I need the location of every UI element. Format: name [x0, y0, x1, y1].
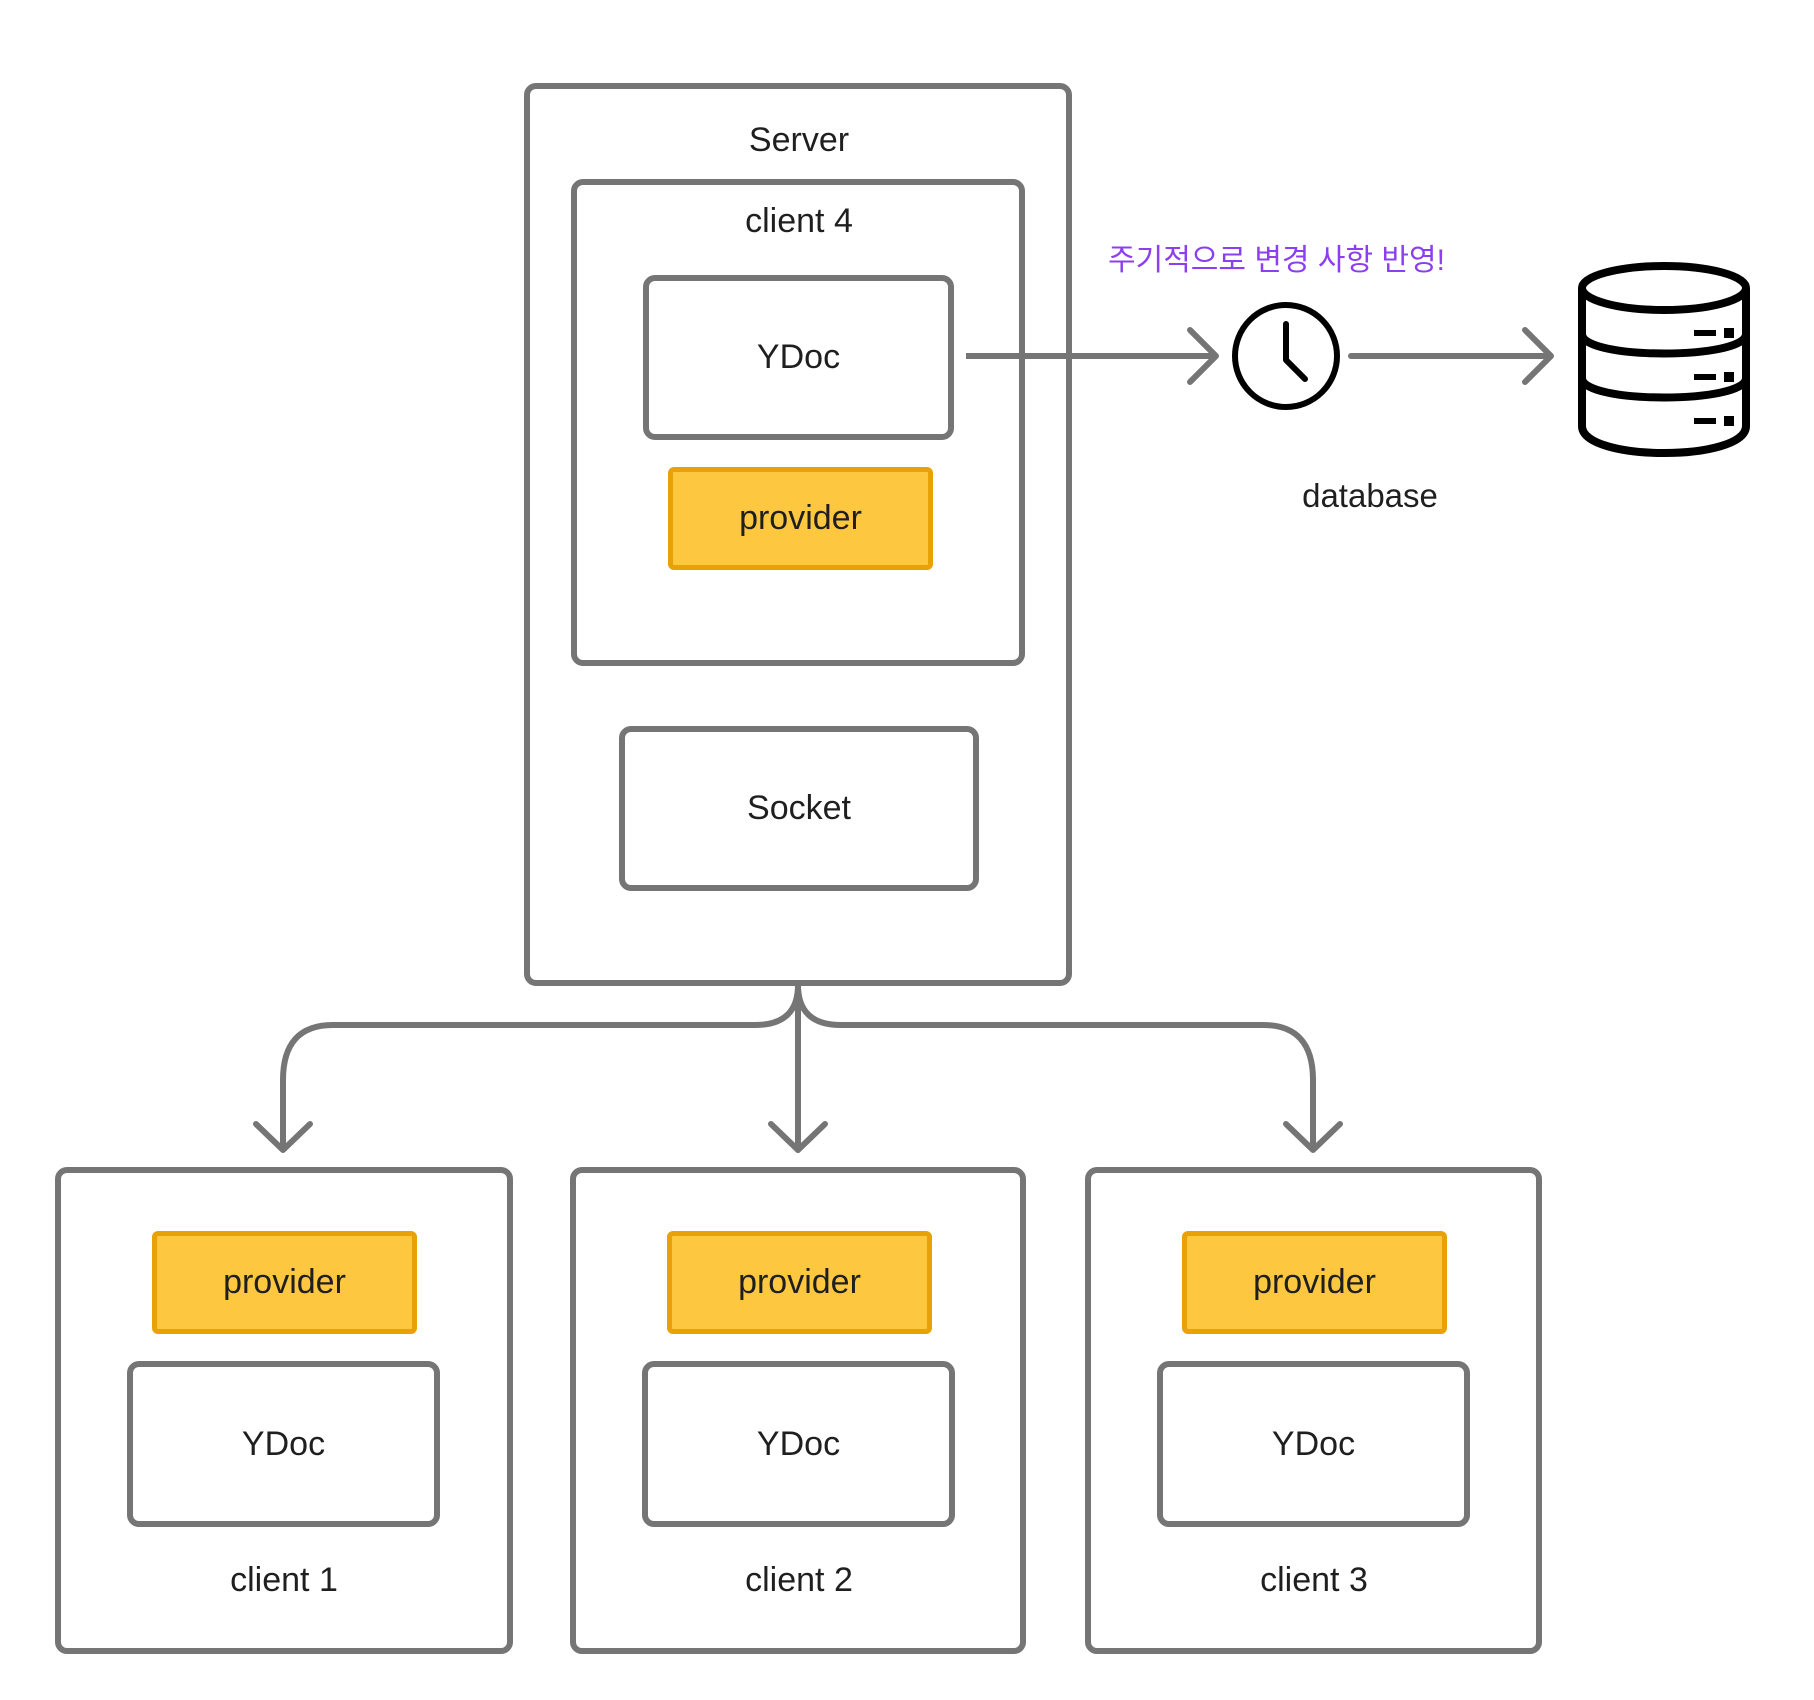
server-title: Server: [748, 121, 850, 159]
client2-ydoc-box: YDoc: [642, 1361, 955, 1527]
client4-ydoc-box: YDoc: [643, 275, 954, 440]
client4-title: client 4: [745, 202, 853, 240]
client3-provider-label: provider: [1253, 1263, 1376, 1301]
database-icon: [1578, 262, 1750, 457]
client1-provider-box: provider: [152, 1231, 417, 1334]
client3-title: client 3: [1260, 1561, 1368, 1599]
database-label: database: [1302, 477, 1438, 514]
clock-icon: [1232, 302, 1340, 410]
socket-label: Socket: [747, 789, 851, 827]
client3-ydoc-label: YDoc: [1271, 1424, 1356, 1463]
client4-ydoc-label: YDoc: [756, 338, 841, 376]
client4-provider-label: provider: [739, 499, 862, 537]
client2-ydoc-label: YDoc: [756, 1424, 841, 1463]
client3-ydoc-box: YDoc: [1157, 1361, 1470, 1527]
client2-provider-box: provider: [667, 1231, 932, 1334]
client1-title: client 1: [230, 1561, 338, 1599]
socket-client1-branch: [280, 982, 801, 1151]
client1-ydoc-box: YDoc: [127, 1361, 440, 1527]
client4-provider-box: provider: [668, 467, 933, 570]
client2-provider-label: provider: [738, 1263, 861, 1301]
sync-note: 주기적으로 변경 사항 반영!: [1108, 244, 1445, 277]
client4-container: [571, 179, 1025, 666]
client1-provider-label: provider: [223, 1263, 346, 1301]
client1-ydoc-label: YDoc: [241, 1424, 326, 1463]
client3-provider-box: provider: [1182, 1231, 1447, 1334]
socket-box: Socket: [619, 726, 979, 891]
socket-client3-branch: [795, 982, 1316, 1151]
client2-title: client 2: [745, 1561, 853, 1599]
